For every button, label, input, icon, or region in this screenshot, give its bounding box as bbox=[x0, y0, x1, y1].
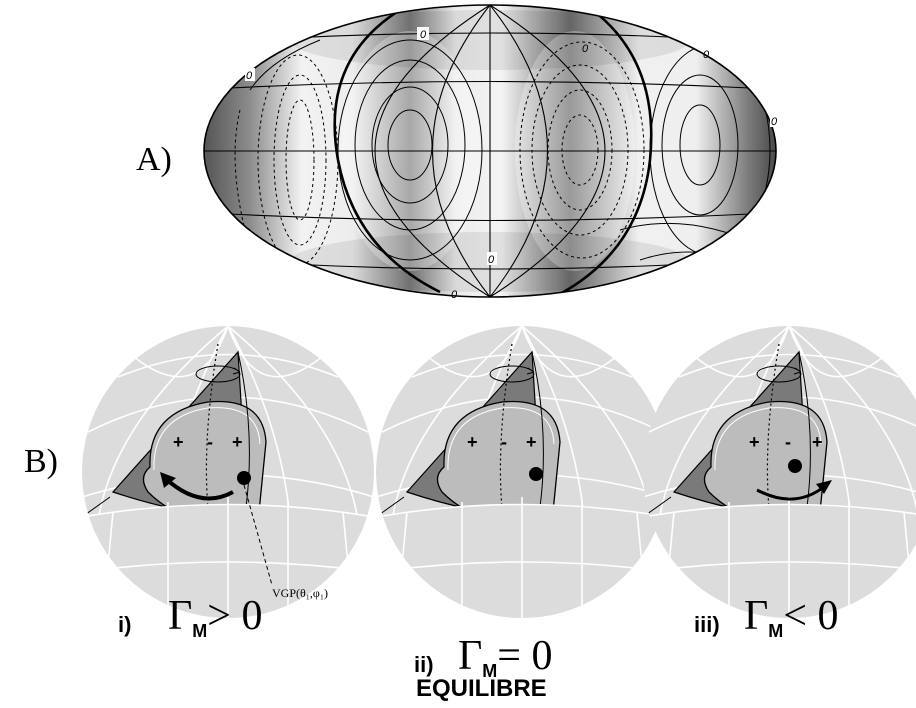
equilibrium-label: EQUILIBRE bbox=[416, 675, 547, 703]
gamma-symbol: Γ bbox=[458, 633, 482, 679]
contour-label: 0 bbox=[771, 116, 778, 128]
plus-sign: + bbox=[749, 432, 760, 452]
case-i-relation: ΓM> 0 bbox=[168, 592, 262, 642]
contour-label: 0 bbox=[420, 29, 427, 41]
contour-label: 0 bbox=[488, 254, 495, 266]
contour-label: 0 bbox=[451, 289, 458, 301]
plus-sign: + bbox=[812, 432, 823, 452]
plus-sign: + bbox=[526, 432, 537, 452]
relation-text: < 0 bbox=[783, 593, 838, 639]
contour-label: 0 bbox=[582, 43, 589, 55]
vgp-dot bbox=[788, 459, 802, 473]
relation-text: > 0 bbox=[207, 593, 262, 639]
globe-case-i bbox=[82, 326, 374, 618]
contour-label: 0 bbox=[246, 70, 253, 82]
plus-sign: + bbox=[232, 432, 243, 452]
minus-sign: - bbox=[785, 432, 791, 452]
plus-sign: + bbox=[173, 432, 184, 452]
aitoff-map: 0 0 0 0 0 0 0 bbox=[204, 5, 780, 301]
vgp-dot bbox=[529, 467, 543, 481]
gamma-symbol: Γ bbox=[168, 593, 192, 639]
vgp-dot bbox=[237, 471, 251, 485]
minus-sign: - bbox=[501, 432, 507, 452]
case-iii-numeral: iii) bbox=[694, 612, 720, 638]
case-i-numeral: i) bbox=[118, 612, 131, 638]
gamma-symbol: Γ bbox=[744, 593, 768, 639]
minus-sign: - bbox=[207, 432, 213, 452]
case-iii-relation: ΓM< 0 bbox=[744, 592, 838, 642]
gamma-subscript: M bbox=[192, 621, 207, 641]
gamma-subscript: M bbox=[768, 621, 783, 641]
panel-b-label: B) bbox=[24, 443, 58, 480]
contour-label: 0 bbox=[703, 49, 710, 61]
vgp-label: VGP(θ₁,φ₁) bbox=[272, 586, 328, 600]
globe-case-iii bbox=[643, 326, 916, 618]
panel-a-label: A) bbox=[136, 141, 172, 178]
globe-case-ii bbox=[376, 326, 668, 618]
plus-sign: + bbox=[467, 432, 478, 452]
relation-text: = 0 bbox=[497, 633, 552, 679]
